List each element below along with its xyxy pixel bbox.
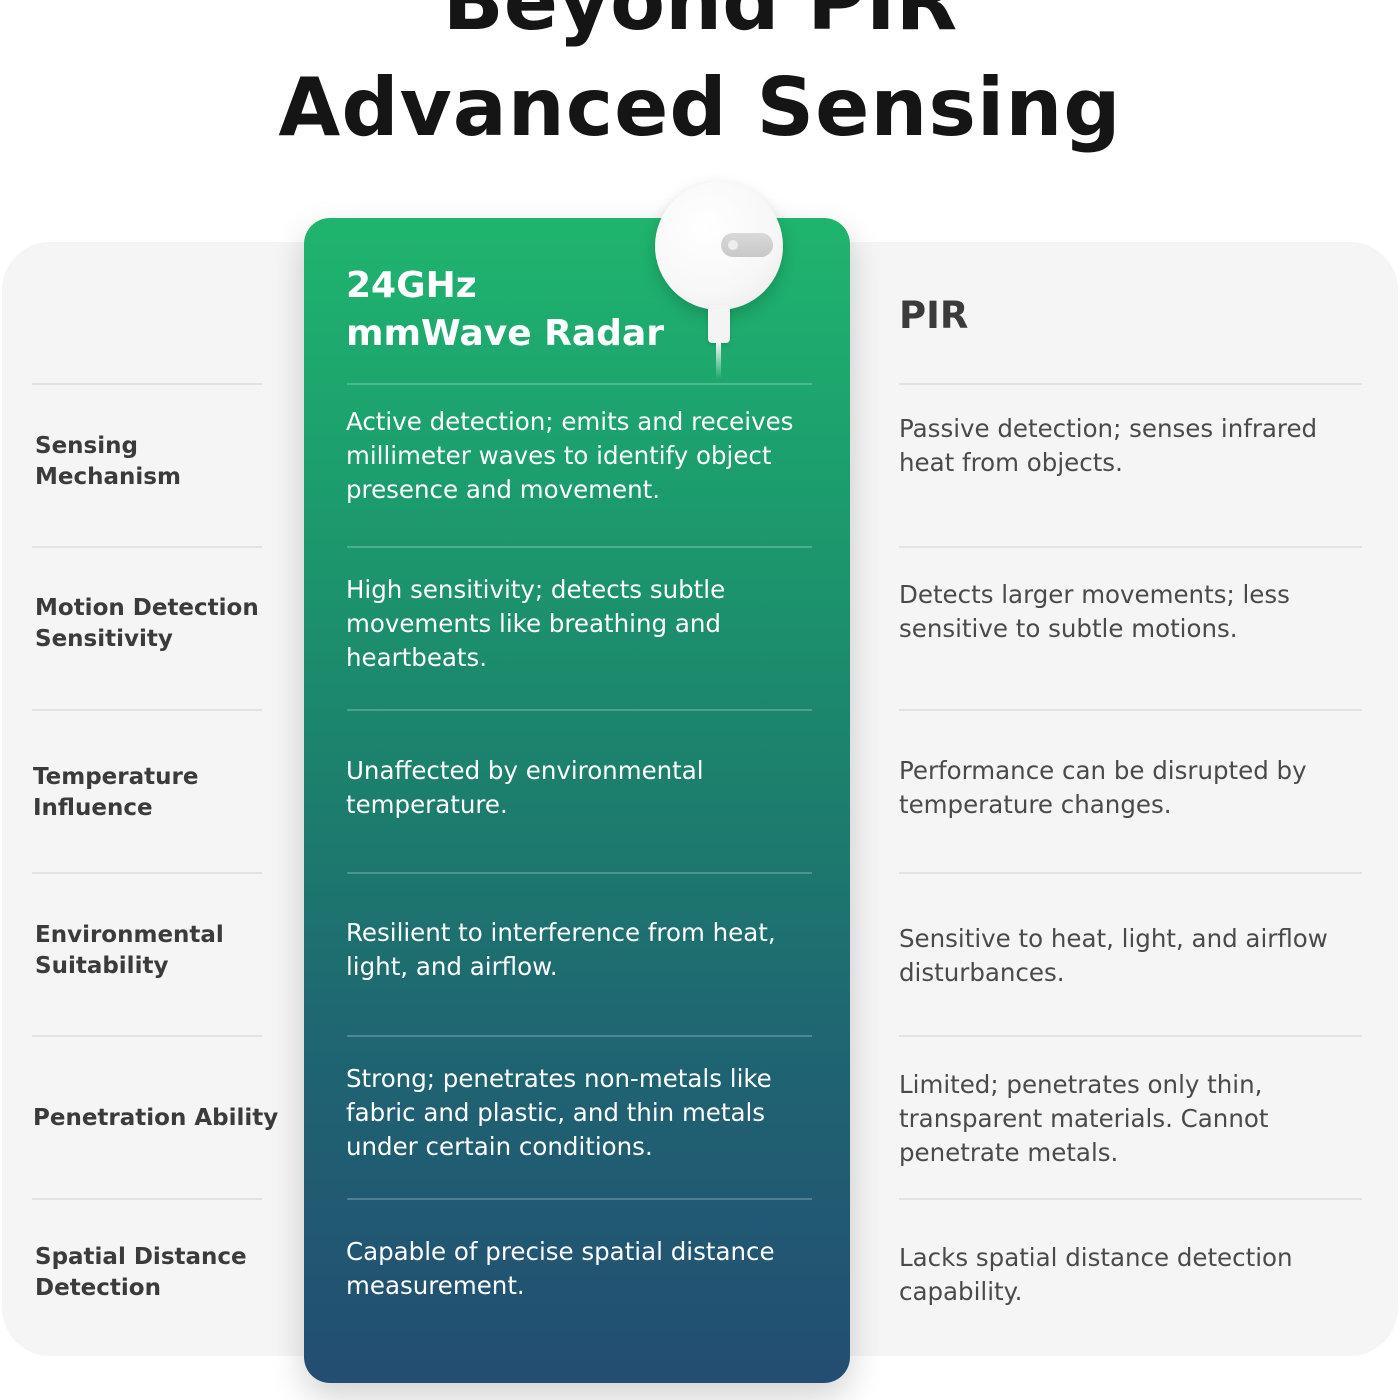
row-label-temperature-influence: Temperature Influence (33, 764, 199, 821)
row-label-motion-detection-sensitivity: Motion Detection Sensitivity (35, 595, 259, 652)
row-label-spatial-distance-detection: Spatial Distance Detection (35, 1244, 247, 1301)
pir-cell-motion-detection-sensitivity: Detects larger movements; less sensitive… (899, 580, 1290, 643)
row-divider (32, 872, 262, 874)
pir-cell-penetration-ability: Limited; penetrates only thin, transpare… (899, 1070, 1269, 1167)
radar-column-title: 24GHz mmWave Radar (346, 265, 664, 354)
row-label-sensing-mechanism: Sensing Mechanism (35, 433, 181, 490)
sensor-cable-plug (708, 305, 730, 343)
radar-cell-sensing-mechanism: Active detection; emits and receives mil… (346, 407, 794, 504)
pir-column-title: PIR (899, 294, 969, 337)
row-divider (347, 383, 812, 385)
pir-cell-temperature-influence: Performance can be disrupted by temperat… (899, 756, 1307, 819)
row-divider (899, 383, 1362, 385)
page-title-line-1: Beyond PIR (442, 0, 958, 48)
pir-cell-environmental-suitability: Sensitive to heat, light, and airflow di… (899, 924, 1328, 987)
row-divider (347, 1035, 812, 1037)
row-divider (347, 1198, 812, 1200)
row-divider (32, 383, 262, 385)
row-divider (32, 1198, 262, 1200)
pir-cell-spatial-distance-detection: Lacks spatial distance detection capabil… (899, 1243, 1293, 1306)
radar-cell-motion-detection-sensitivity: High sensitivity; detects subtle movemen… (346, 575, 726, 672)
row-divider (899, 709, 1362, 711)
row-label-penetration-ability: Penetration Ability (33, 1105, 279, 1131)
radar-cell-penetration-ability: Strong; penetrates non-metals like fabri… (346, 1064, 772, 1161)
row-divider (899, 1198, 1362, 1200)
sensor-cable (716, 343, 721, 379)
page-title-line-2: Advanced Sensing (278, 61, 1122, 154)
sensor-indicator-dot (728, 240, 738, 250)
row-divider (347, 546, 812, 548)
row-divider (347, 872, 812, 874)
radar-cell-temperature-influence: Unaffected by environmental temperature. (346, 756, 704, 819)
row-divider (347, 709, 812, 711)
radar-sensor-device-icon (655, 182, 783, 310)
radar-cell-environmental-suitability: Resilient to interference from heat, lig… (346, 918, 776, 981)
row-divider (899, 872, 1362, 874)
row-label-environmental-suitability: Environmental Suitability (35, 922, 224, 979)
radar-column-card (304, 218, 850, 1383)
row-divider (899, 546, 1362, 548)
row-divider (32, 709, 262, 711)
radar-cell-spatial-distance-detection: Capable of precise spatial distance meas… (346, 1237, 775, 1300)
row-divider (32, 546, 262, 548)
row-divider (899, 1035, 1362, 1037)
pir-cell-sensing-mechanism: Passive detection; senses infrared heat … (899, 414, 1318, 477)
row-divider (32, 1035, 262, 1037)
